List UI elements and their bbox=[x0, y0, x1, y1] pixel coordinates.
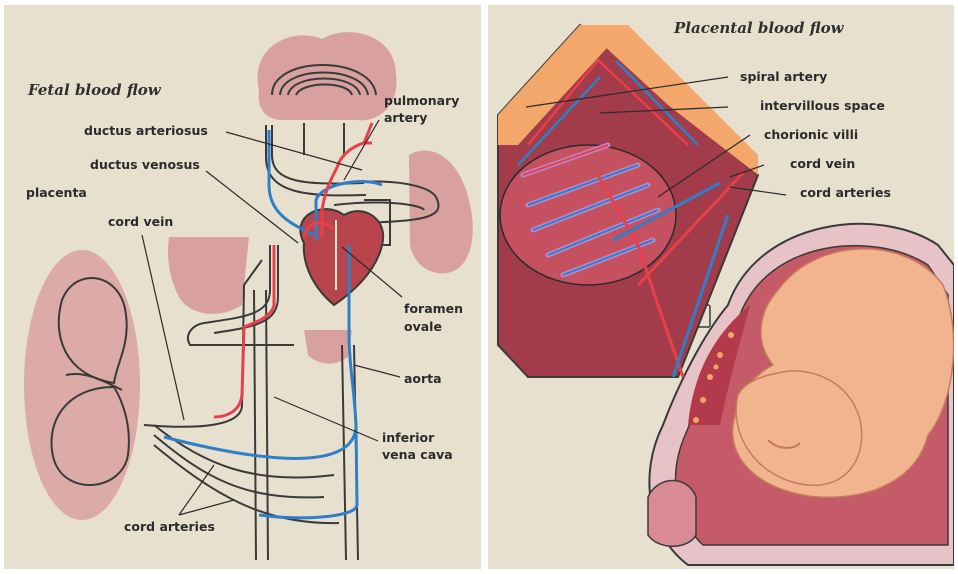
cord-vein-label: cord vein bbox=[108, 214, 173, 229]
foramen-ovale-label-line2: ovale bbox=[404, 319, 442, 334]
brain-shape bbox=[258, 32, 397, 120]
vein-blue-paths bbox=[164, 130, 382, 518]
left-lung-shape bbox=[409, 150, 473, 273]
spiral-artery-label: spiral artery bbox=[740, 69, 827, 84]
pulmonary-artery-label-line1: pulmonary bbox=[384, 93, 459, 108]
placental-blood-flow-panel: Placental blood flow spiral artery inter… bbox=[488, 5, 954, 569]
placenta-shape bbox=[24, 250, 140, 520]
intervillous-space-label: intervillous space bbox=[760, 98, 885, 113]
ductus-venosus-label: ductus venosus bbox=[90, 157, 200, 172]
inferior-vena-cava-label-line2: vena cava bbox=[382, 447, 453, 462]
foramen-ovale-label-line1: foramen bbox=[404, 301, 463, 316]
placental-blood-flow-title: Placental blood flow bbox=[674, 19, 844, 37]
fetal-blood-flow-title: Fetal blood flow bbox=[28, 81, 161, 99]
vessel-outlines bbox=[144, 123, 439, 560]
aorta-label: aorta bbox=[404, 371, 442, 386]
right-lung-shape bbox=[168, 237, 249, 314]
cervix bbox=[648, 481, 696, 547]
liver-shape bbox=[304, 330, 352, 364]
chorionic-villi-label: chorionic villi bbox=[764, 127, 858, 142]
pulmonary-artery-label-line2: artery bbox=[384, 110, 427, 125]
placental-circulation-diagram bbox=[488, 5, 954, 569]
cord-arteries-label: cord arteries bbox=[124, 519, 215, 534]
cord-arteries-label-right: cord arteries bbox=[800, 185, 891, 200]
cord-vein-label-right: cord vein bbox=[790, 156, 855, 171]
placenta-label: placenta bbox=[26, 185, 87, 200]
inferior-vena-cava-label-line1: inferior bbox=[382, 430, 434, 445]
ductus-arteriosus-label: ductus arteriosus bbox=[84, 123, 208, 138]
fetal-blood-flow-panel: Fetal blood flow ductus arteriosus ductu… bbox=[4, 5, 481, 569]
